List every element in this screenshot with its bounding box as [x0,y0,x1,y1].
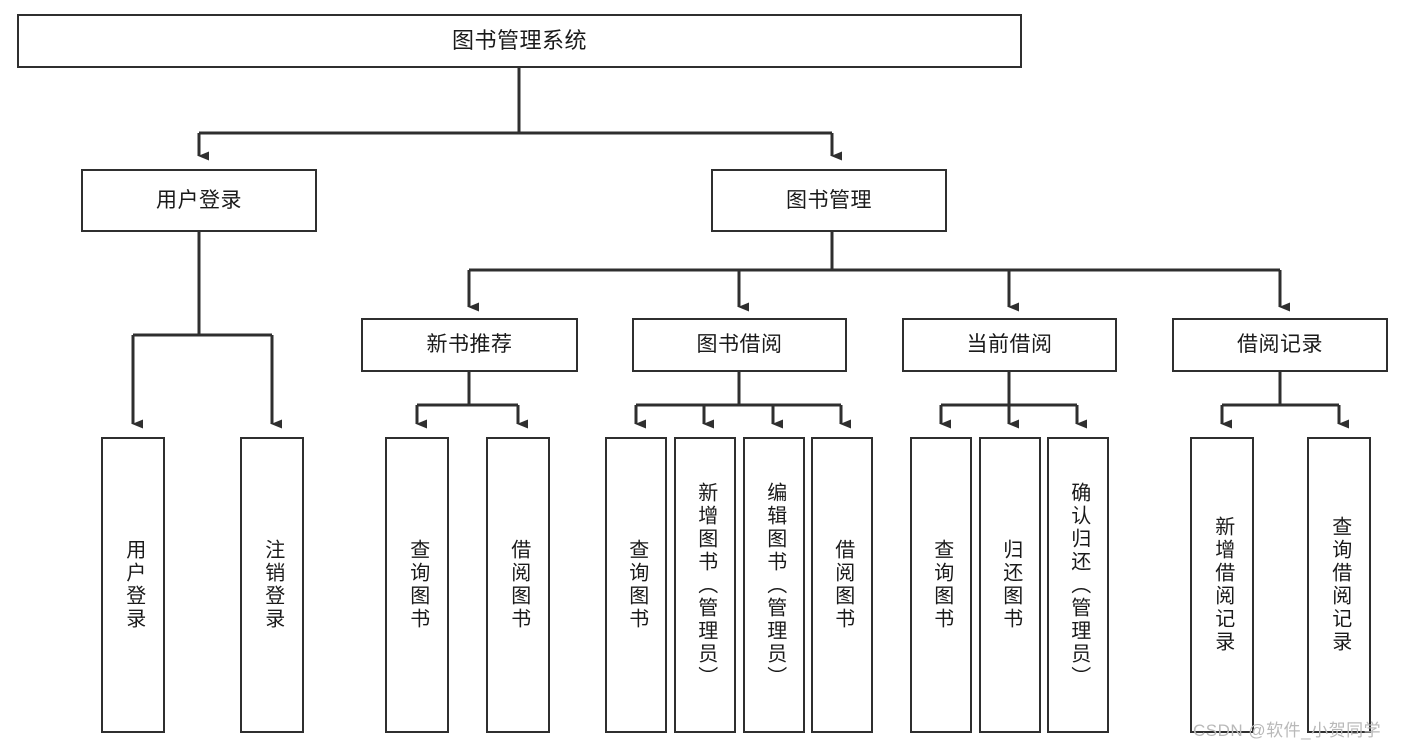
leaf-logout-label: 注销登录 [261,539,284,631]
leaf-user-login-label: 用户登录 [122,539,145,631]
leaf-query-record-label: 查询借阅记录 [1328,516,1351,654]
node-root[interactable]: 图书管理系统 [17,14,1022,68]
node-user-login[interactable]: 用户登录 [81,169,317,232]
node-book-borrow[interactable]: 图书借阅 [632,318,847,372]
csdn-watermark: CSDN @软件_小贺同学 [1193,721,1382,740]
node-current-borrow[interactable]: 当前借阅 [902,318,1117,372]
leaf-query-book-3-label: 查询图书 [930,539,953,631]
leaf-query-book-3[interactable]: 查询图书 [910,437,972,733]
node-borrow-record-label: 借阅记录 [1237,333,1323,357]
leaf-return-book[interactable]: 归还图书 [979,437,1041,733]
leaf-add-book-label: 新增图书（管理员） [694,481,717,689]
leaf-edit-book-label: 编辑图书（管理员） [763,481,786,689]
leaf-logout[interactable]: 注销登录 [240,437,304,733]
leaf-query-book-2-label: 查询图书 [625,539,648,631]
leaf-return-book-label: 归还图书 [999,539,1022,631]
node-new-book-recommend[interactable]: 新书推荐 [361,318,578,372]
node-book-management[interactable]: 图书管理 [711,169,947,232]
leaf-query-record[interactable]: 查询借阅记录 [1307,437,1371,733]
node-borrow-record[interactable]: 借阅记录 [1172,318,1388,372]
leaf-edit-book[interactable]: 编辑图书（管理员） [743,437,805,733]
leaf-confirm-return[interactable]: 确认归还（管理员） [1047,437,1109,733]
node-user-login-label: 用户登录 [156,188,242,212]
leaf-add-record[interactable]: 新增借阅记录 [1190,437,1254,733]
node-book-borrow-label: 图书借阅 [696,333,783,357]
leaf-borrow-book-2-label: 借阅图书 [831,539,854,631]
node-new-book-recommend-label: 新书推荐 [426,333,513,357]
leaf-borrow-book-1[interactable]: 借阅图书 [486,437,550,733]
node-root-label: 图书管理系统 [451,27,587,53]
leaf-query-book-2[interactable]: 查询图书 [605,437,667,733]
leaf-borrow-book-2[interactable]: 借阅图书 [811,437,873,733]
node-book-management-label: 图书管理 [786,188,872,212]
leaf-user-login[interactable]: 用户登录 [101,437,165,733]
leaf-confirm-return-label: 确认归还（管理员） [1067,481,1090,689]
leaf-add-record-label: 新增借阅记录 [1211,516,1234,654]
leaf-borrow-book-1-label: 借阅图书 [507,539,530,631]
leaf-query-book-1-label: 查询图书 [406,539,429,631]
node-current-borrow-label: 当前借阅 [966,333,1053,357]
leaf-query-book-1[interactable]: 查询图书 [385,437,449,733]
leaf-add-book[interactable]: 新增图书（管理员） [674,437,736,733]
